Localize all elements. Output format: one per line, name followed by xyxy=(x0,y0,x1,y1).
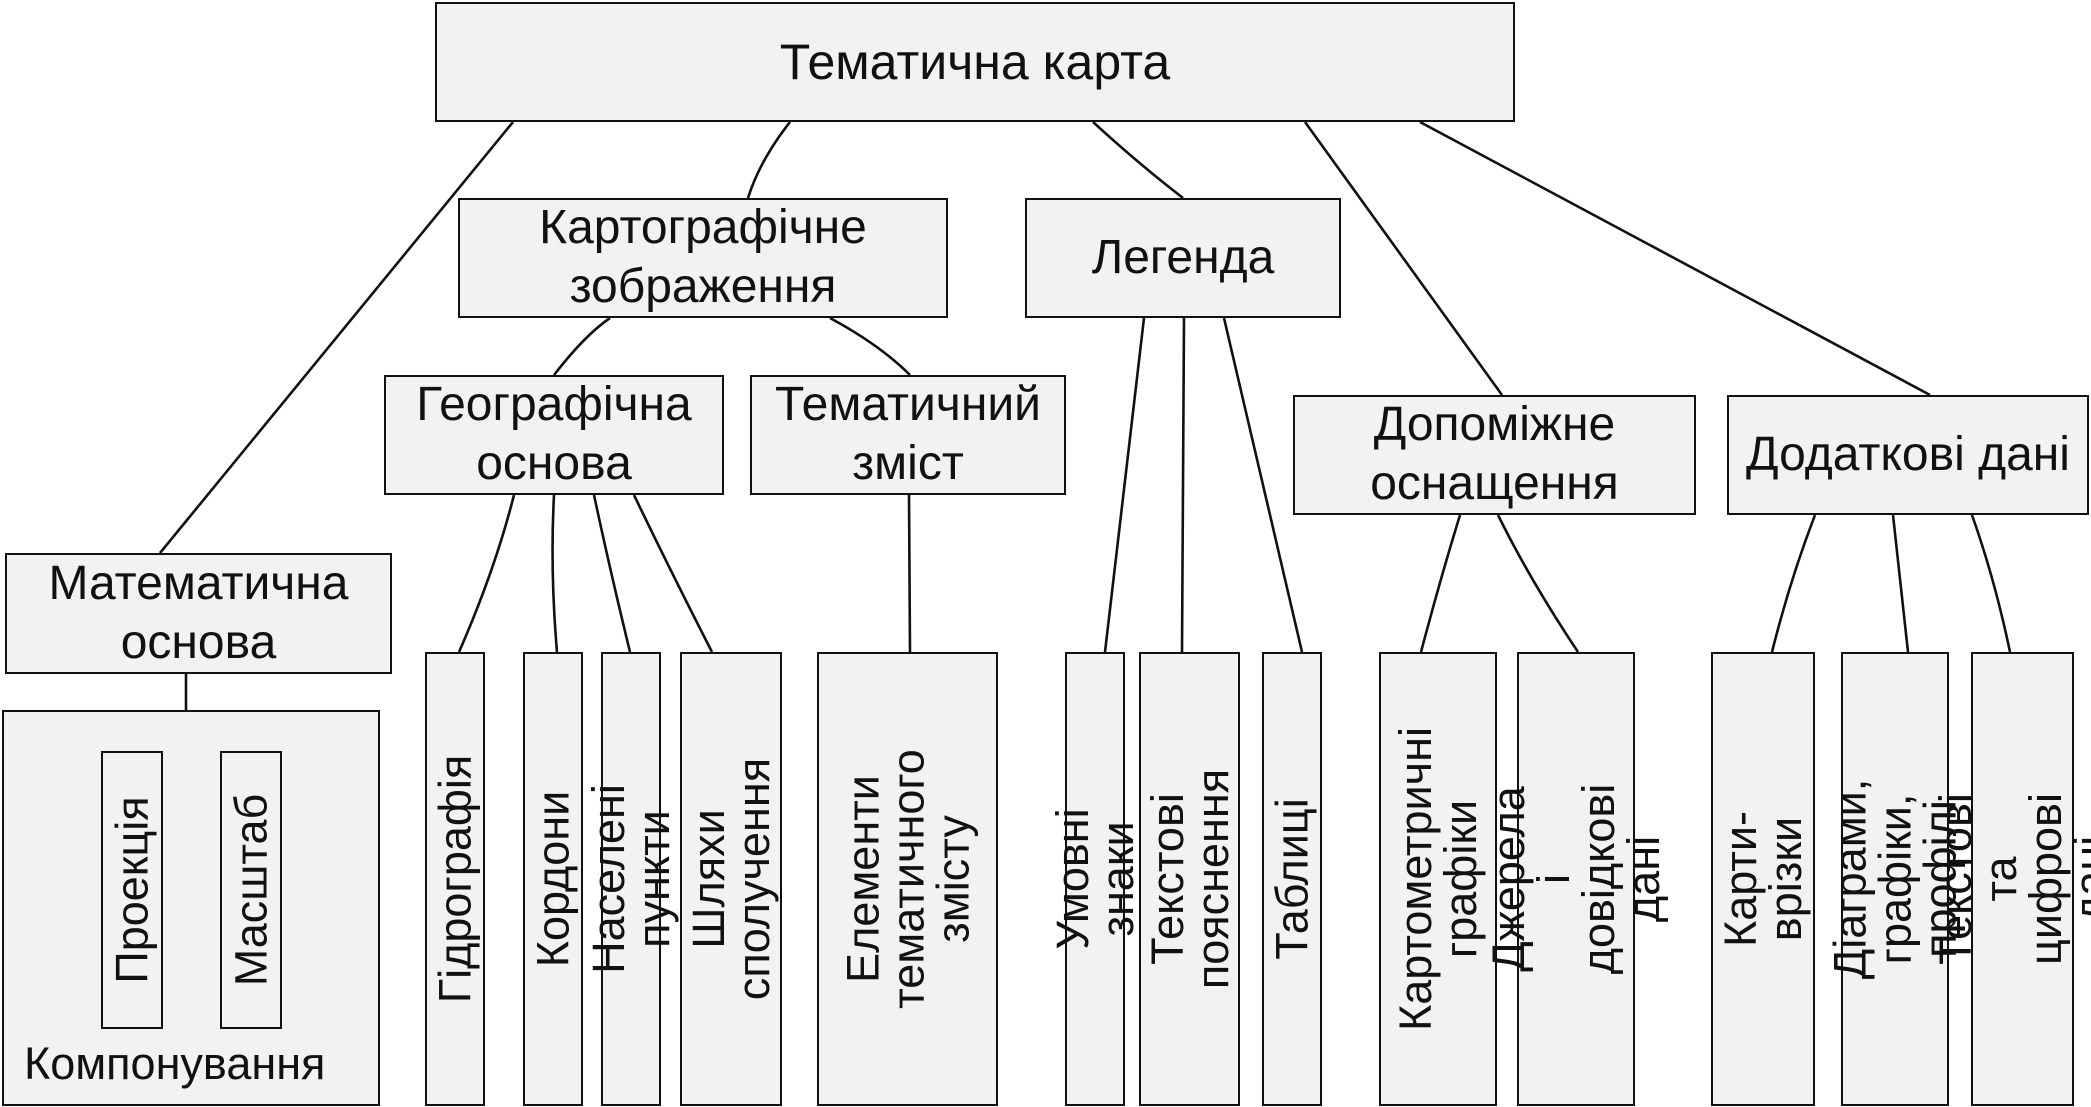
leaf-thematic-elements-label: Елементи тематичного змісту xyxy=(837,749,978,1009)
link-root-cartographic xyxy=(746,121,792,199)
leaf-symbols-label: Умовні знаки xyxy=(1047,808,1143,950)
link-add-inset xyxy=(1770,514,1817,653)
leaf-text-numeric-label: Текстові та цифрові дані xyxy=(1929,793,2091,965)
node-additional-data-label: Додаткові дані xyxy=(1746,427,2070,481)
link-legend-text xyxy=(1180,317,1186,653)
node-cartographic-image-label: Картографічне зображення xyxy=(539,201,867,313)
node-layout: Проекція Масштаб Компонування xyxy=(2,710,380,1106)
link-geo-borders xyxy=(551,494,559,653)
leaf-transport: Шляхи сполучення xyxy=(680,652,782,1106)
leaf-settlements-label: Населені пункти xyxy=(583,784,679,974)
node-cartographic-image: Картографічне зображення xyxy=(458,198,948,318)
leaf-inset-maps: Карти-врізки xyxy=(1711,652,1815,1106)
node-geo-basis-label: Географічна основа xyxy=(416,378,692,490)
leaf-cartometric-graphs-label: Картометричні графіки xyxy=(1390,727,1486,1031)
leaf-hydrography-label: Гідрографія xyxy=(429,754,481,1004)
link-legend-symbols xyxy=(1103,317,1146,653)
link-root-math xyxy=(158,121,515,554)
link-add-textnum xyxy=(1970,514,2012,653)
node-geo-basis: Географічна основа xyxy=(384,375,724,495)
leaf-transport-label: Шляхи сполучення xyxy=(683,757,779,1001)
leaf-symbols: Умовні знаки xyxy=(1047,652,1143,1106)
node-scale: Масштаб xyxy=(220,751,282,1029)
leaf-text-explanations: Текстові пояснення xyxy=(1139,652,1240,1106)
leaf-borders: Кордони xyxy=(523,652,583,1106)
link-geo-transport xyxy=(632,494,714,653)
leaf-cartometric-graphs: Картометричні графіки xyxy=(1379,652,1497,1106)
leaf-borders-label: Кордони xyxy=(527,790,579,968)
link-root-auxiliary xyxy=(1303,121,1504,396)
node-legend: Легенда xyxy=(1025,198,1341,318)
leaf-text-numeric: Текстові та цифрові дані xyxy=(1930,652,2091,1106)
link-geo-settlements xyxy=(592,494,632,653)
link-legend-tables xyxy=(1222,317,1304,653)
node-auxiliary-equipment-label: Допоміжне оснащення xyxy=(1370,398,1619,510)
node-thematic-content: Тематичний зміст xyxy=(750,375,1066,495)
link-cartographic-geo xyxy=(552,316,611,376)
node-auxiliary-equipment: Допоміжне оснащення xyxy=(1293,395,1696,515)
node-legend-label: Легенда xyxy=(1091,230,1275,284)
node-layout-label: Компонування xyxy=(24,1038,326,1089)
link-aux-sources xyxy=(1496,514,1580,653)
leaf-diagrams-graphs: Діаграми, графіки, профілі xyxy=(1825,652,1966,1106)
root-label: Тематична карта xyxy=(779,33,1171,90)
leaf-text-explanations-label: Текстові пояснення xyxy=(1141,768,1238,990)
leaf-hydrography: Гідрографія xyxy=(425,652,485,1106)
link-geo-hydrography xyxy=(457,494,516,653)
leaf-sources-reference: Джерела і довідкові дані xyxy=(1483,652,1669,1106)
leaf-sources-reference-label: Джерела і довідкові дані xyxy=(1483,783,1669,975)
link-root-legend xyxy=(1092,121,1184,200)
node-thematic-content-label: Тематичний зміст xyxy=(775,378,1041,490)
node-projection: Проекція xyxy=(101,751,163,1029)
link-add-diagrams xyxy=(1891,514,1910,653)
leaf-settlements: Населені пункти xyxy=(583,652,679,1106)
node-math-basis: Математична основа xyxy=(5,553,392,674)
link-cartographic-thematic xyxy=(829,316,911,376)
leaf-thematic-elements: Елементи тематичного змісту xyxy=(817,652,998,1106)
node-projection-label: Проекція xyxy=(106,796,158,984)
node-math-basis-label: Математична основа xyxy=(48,556,349,669)
link-root-additional xyxy=(1419,120,1931,397)
leaf-tables-label: Таблиці xyxy=(1266,798,1318,960)
root-node: Тематична карта xyxy=(435,2,1515,122)
node-scale-label: Масштаб xyxy=(225,793,277,987)
link-aux-cartometric xyxy=(1419,514,1462,653)
node-additional-data: Додаткові дані xyxy=(1727,395,2089,515)
link-thematic-elements xyxy=(907,494,912,653)
leaf-inset-maps-label: Карти-врізки xyxy=(1715,810,1811,948)
leaf-tables: Таблиці xyxy=(1262,652,1322,1106)
